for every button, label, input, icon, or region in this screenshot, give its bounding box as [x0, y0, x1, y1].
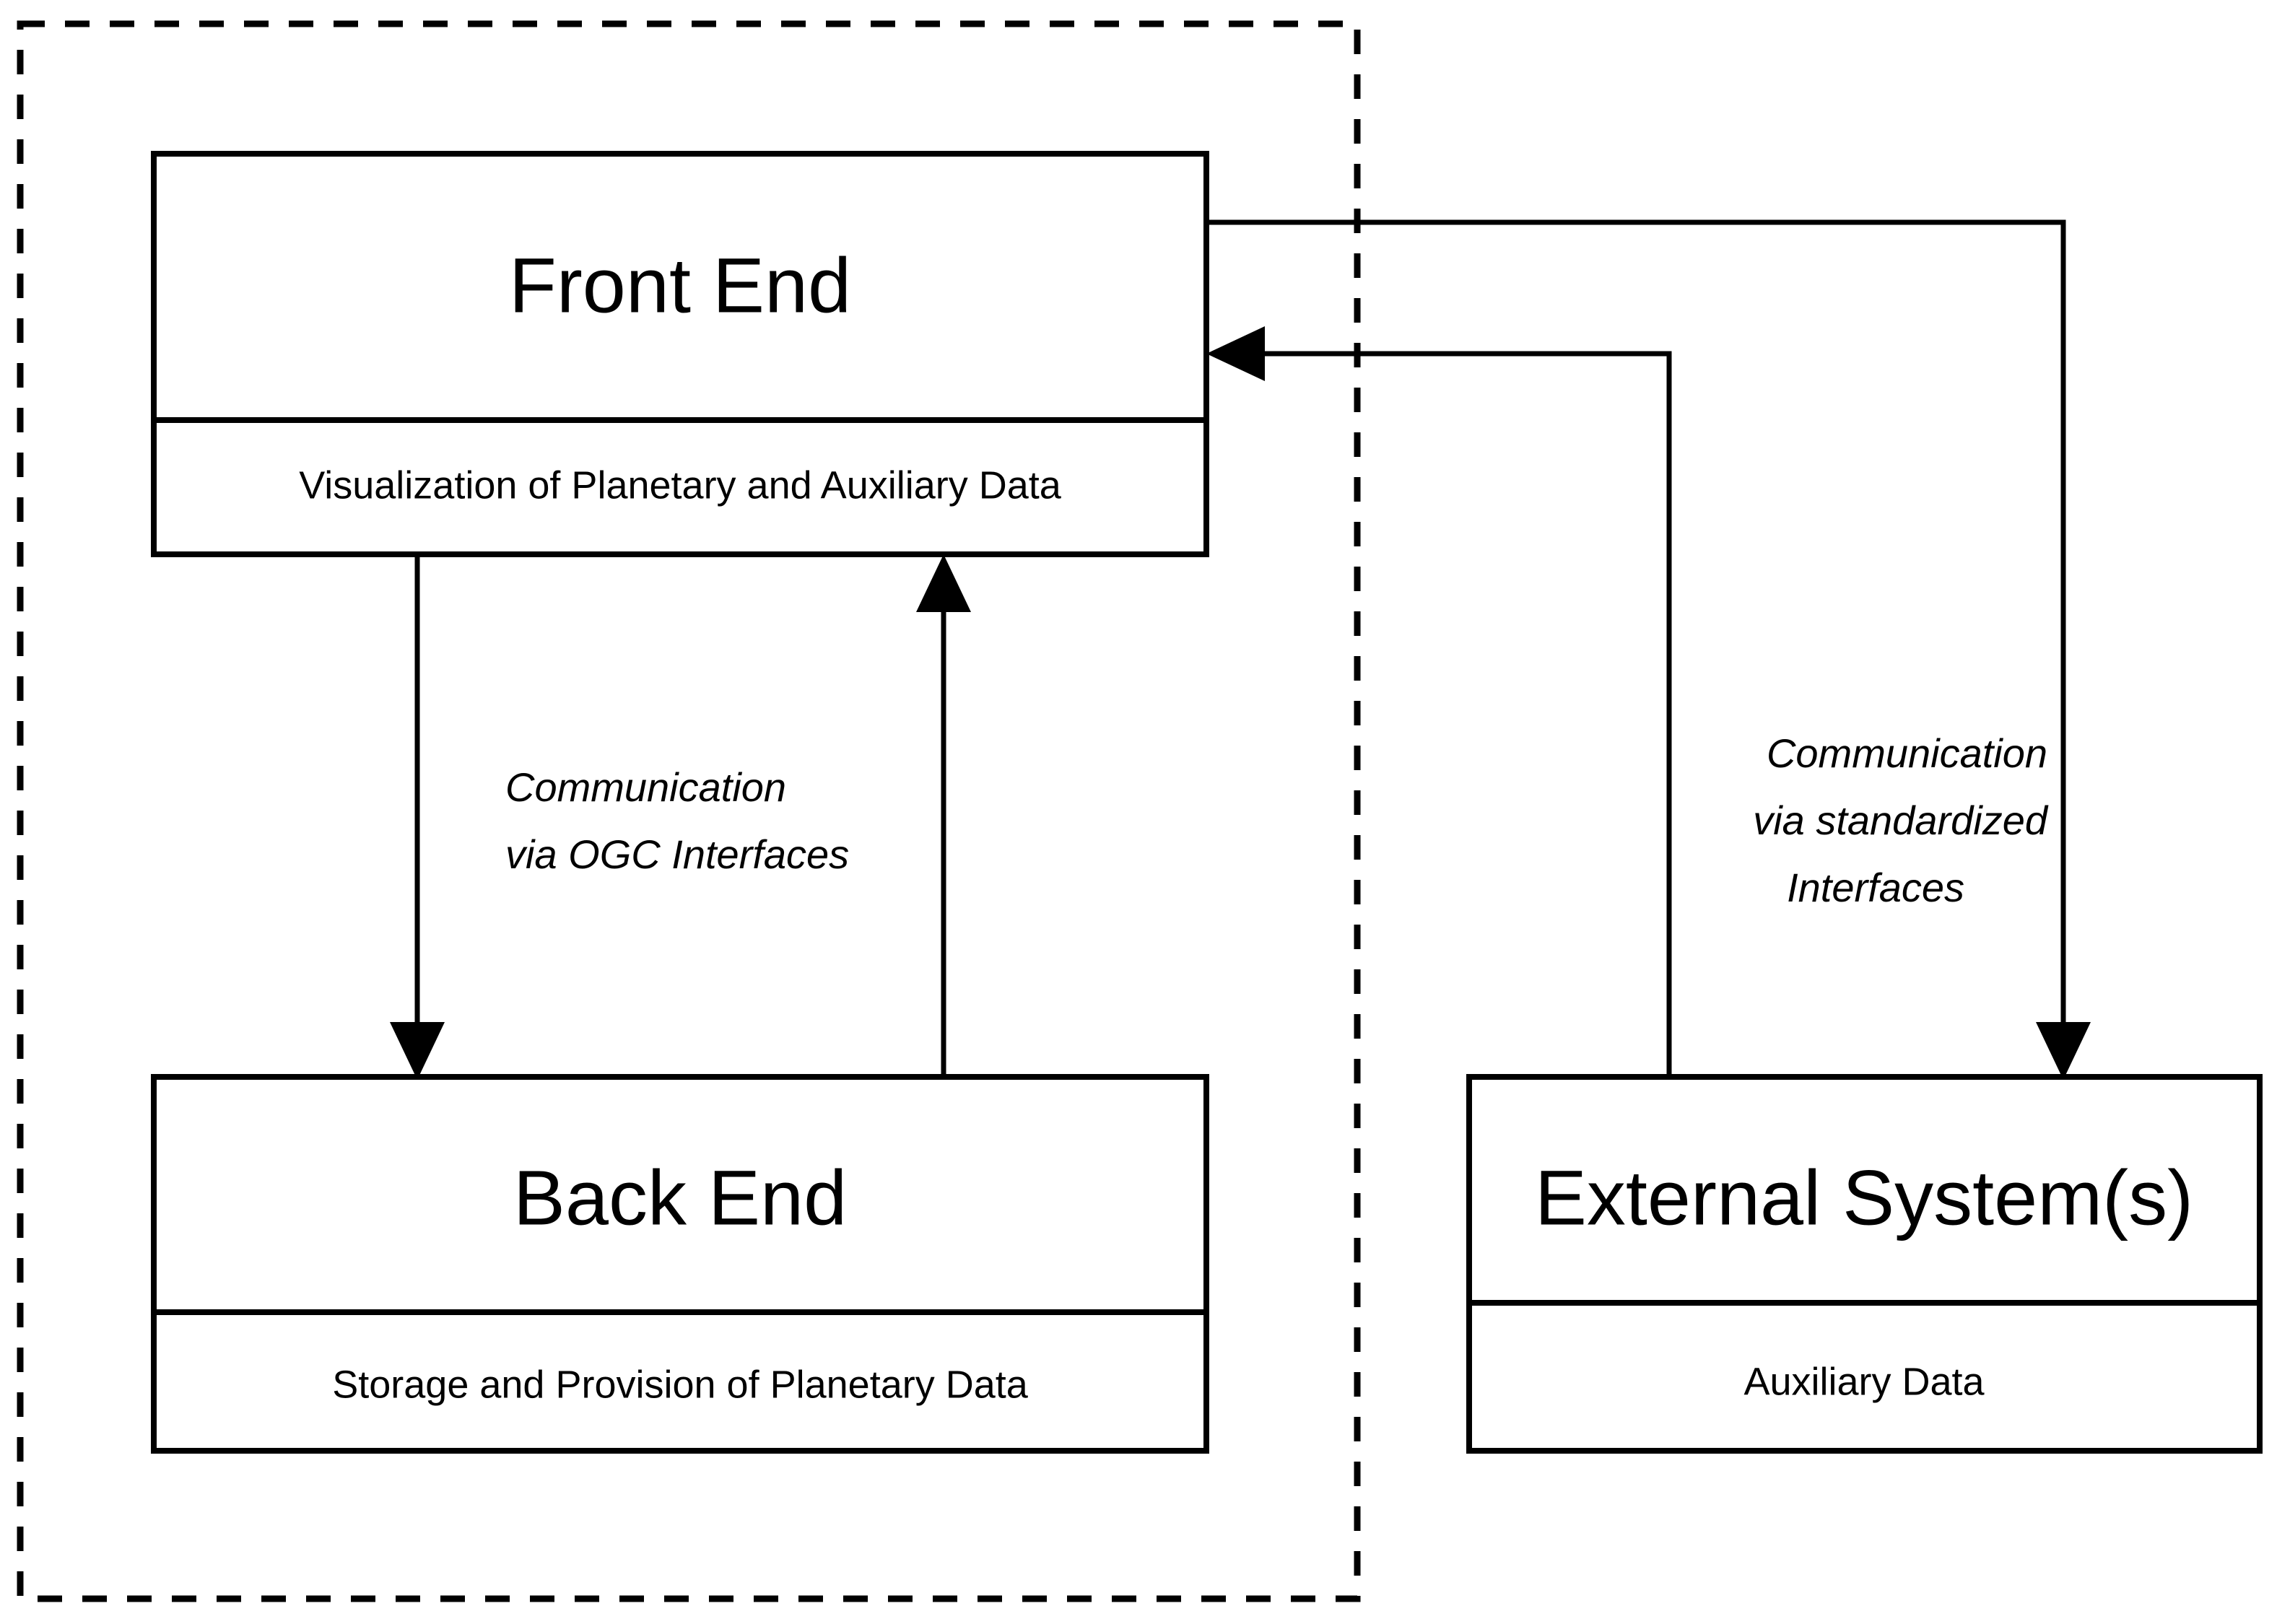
arrowhead-down-into-back-end: [390, 1022, 445, 1080]
arrowhead-up-into-front-end: [916, 554, 971, 612]
edge-label-std-line-2: via standardized: [1753, 798, 2049, 843]
system-boundary-dashed-border: [17, 20, 1361, 1602]
arrowhead-left-into-front-end: [1206, 326, 1265, 381]
external-system-subtitle: Auxiliary Data: [1743, 1360, 1985, 1403]
arrowhead-down-into-external-system: [2036, 1022, 2091, 1080]
edge-path-front-end-to-external-system: [1206, 219, 2066, 1052]
edge-path-external-system-to-front-end: [1238, 351, 1672, 1077]
edge-front-end-to-back-end: [390, 557, 445, 1080]
edge-label-ogc-line-1: Communication: [505, 764, 786, 810]
back-end-title: Back End: [513, 1154, 847, 1241]
node-back-end[interactable]: Back End Storage and Provision of Planet…: [151, 1074, 1209, 1454]
edge-back-end-to-front-end: [916, 554, 971, 1077]
edge-label-ogc-interfaces: Communication via OGC Interfaces: [505, 764, 849, 877]
node-front-end[interactable]: Front End Visualization of Planetary and…: [151, 151, 1209, 557]
edge-front-end-to-external-system: [1206, 219, 2091, 1080]
front-end-box[interactable]: [151, 151, 1209, 557]
node-external-system[interactable]: External System(s) Auxiliary Data: [1466, 1074, 2263, 1454]
back-end-subtitle: Storage and Provision of Planetary Data: [332, 1363, 1029, 1406]
edge-label-standardized-interfaces: Communication via standardized Interface…: [1753, 730, 2049, 910]
external-system-box[interactable]: [1466, 1074, 2263, 1454]
edge-label-ogc-line-2: via OGC Interfaces: [505, 831, 849, 877]
back-end-box[interactable]: [151, 1074, 1209, 1454]
edge-external-system-to-front-end: [1206, 326, 1672, 1077]
front-end-subtitle: Visualization of Planetary and Auxiliary…: [299, 463, 1062, 507]
external-system-title: External System(s): [1535, 1154, 2193, 1241]
edge-label-std-line-1: Communication: [1767, 730, 2047, 776]
front-end-title: Front End: [509, 242, 851, 329]
edge-label-std-line-3: Interfaces: [1787, 865, 1964, 910]
